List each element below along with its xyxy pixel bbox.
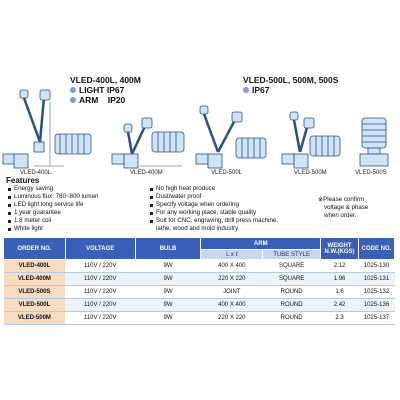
lamp-diagrams: [2, 89, 389, 169]
cell-weight: 1.96: [320, 272, 359, 286]
spec-table: ORDER NO. VOLTAGE BULB ARM WEIGHT N.W.(K…: [3, 237, 395, 325]
lamp-diagram-500s-icon: [359, 117, 389, 167]
bullet-square-icon: [8, 228, 11, 232]
header-right-spec: IP67: [243, 85, 338, 95]
feature-item: No high heat produce: [150, 185, 278, 193]
cell-weight: 1.6: [320, 285, 359, 299]
cell-code-no: 1025-130: [358, 259, 395, 273]
cell-order-no: VLED-500L: [3, 298, 66, 312]
bullet-square-icon: [8, 219, 11, 223]
lamp-diagram-400l-icon: [2, 89, 92, 169]
col-header-voltage: VOLTAGE: [64, 237, 136, 260]
diagram-caption: VLED-500S: [355, 170, 387, 176]
table-row: VLED-500M 110V / 220V 9W 220 X 220 ROUND…: [3, 311, 395, 325]
table-row: VLED-400M 110V / 220V 9W 220 X 220 SQUAR…: [3, 272, 395, 286]
cell-order-no: VLED-500S: [3, 285, 66, 299]
col-header-weight: WEIGHT N.W.(KGS): [320, 237, 360, 260]
order-note: ※Please confirm voltage & phase when ord…: [318, 196, 369, 219]
cell-code-no: 1025-131: [358, 272, 395, 286]
cell-bulb: 9W: [135, 272, 201, 286]
bullet-square-icon: [150, 195, 153, 199]
col-header-tube-style: TUBE STYLE: [262, 249, 322, 260]
feature-item: For any working place, stable quality: [150, 209, 278, 217]
bullet-dot-icon: [70, 97, 76, 103]
bullet-square-icon: [8, 203, 11, 207]
cell-order-no: VLED-400L: [3, 259, 66, 273]
col-header-code-no: CODE NO.: [358, 237, 395, 260]
cell-lxl: 220 X 220: [200, 272, 263, 286]
col-header-arm: ARM: [200, 237, 322, 250]
feature-item: Suit for CNC, engraving, drill press mac…: [150, 217, 278, 225]
cell-weight: 2.42: [320, 298, 359, 312]
col-header-order-no: ORDER NO.: [3, 237, 66, 260]
cell-lxl: 400 X 400: [200, 259, 263, 273]
cell-tube-style: ROUND: [262, 298, 321, 312]
diagram-caption: VLED-500M: [294, 170, 327, 176]
cell-weight: 2.3: [320, 311, 359, 325]
bullet-square-icon: [8, 195, 11, 199]
cell-weight: 2.12: [320, 259, 359, 273]
features-list-right: No high heat produce Dust/water proof Sp…: [150, 185, 278, 234]
table-row: VLED-500S 110V / 220V 9W JOINT ROUND 1.6…: [3, 285, 395, 299]
feature-item: Specify voltage when ordering: [150, 201, 278, 209]
bullet-square-icon: [150, 203, 153, 207]
feature-item: lathe, wood and mold industry: [156, 225, 239, 233]
header-left: VLED-400L, 400M LIGHT IP67 ARM IP20: [70, 75, 141, 105]
cell-code-no: 1025-136: [358, 298, 395, 312]
header-left-model: VLED-400L, 400M: [70, 75, 141, 85]
bullet-square-icon: [150, 219, 153, 223]
diagram-caption: VLED-500L: [211, 170, 243, 176]
feature-item: 1.8 meter coil: [8, 217, 98, 225]
feature-item: LED light long service life: [8, 201, 98, 209]
features-list-left: Energy saving Luminous flux: 780~800 lum…: [8, 185, 98, 234]
cell-voltage: 110V / 220V: [65, 285, 136, 299]
cell-tube-style: ROUND: [262, 285, 321, 299]
cell-tube-style: ROUND: [262, 311, 321, 325]
cell-bulb: 9W: [135, 285, 201, 299]
cell-order-no: VLED-400M: [3, 272, 66, 286]
bullet-square-icon: [8, 211, 11, 215]
cell-tube-style: SQUARE: [262, 272, 321, 286]
lamp-diagram-500m-icon: [281, 111, 341, 169]
feature-item: 1 year guarantee: [8, 209, 98, 217]
header-right-model: VLED-500L, 500M, 500S: [243, 75, 339, 85]
cell-code-no: 1025-137: [358, 311, 395, 325]
col-header-bulb: BULB: [134, 237, 202, 260]
cell-code-no: 1025-132: [358, 285, 395, 299]
cell-bulb: 9W: [135, 298, 201, 312]
bullet-square-icon: [150, 187, 153, 191]
table-row: VLED-400L 110V / 220V 9W 400 X 400 SQUAR…: [3, 259, 395, 273]
feature-item: Energy saving: [8, 185, 98, 193]
features-title: Features: [6, 176, 40, 185]
cell-voltage: 110V / 220V: [65, 259, 136, 273]
cell-lxl: 220 X 220: [200, 311, 263, 325]
cell-bulb: 9W: [135, 259, 201, 273]
feature-item: Dust/water proof: [150, 193, 278, 201]
header-left-spec: LIGHT IP67: [70, 85, 141, 95]
cell-order-no: VLED-500M: [3, 311, 66, 325]
cell-bulb: 9W: [135, 311, 201, 325]
table-row: VLED-500L 110V / 220V 9W 400 X 400 ROUND…: [3, 298, 395, 312]
cell-voltage: 110V / 220V: [65, 298, 136, 312]
cell-lxl: 400 X 400: [200, 298, 263, 312]
diagram-caption: VLED-400M: [130, 170, 163, 176]
header-left-spec: ARM IP20: [70, 95, 141, 105]
lamp-diagram-500l-icon: [195, 105, 267, 169]
feature-item: Luminous flux: 780~800 lumen: [8, 193, 98, 201]
cell-voltage: 110V / 220V: [65, 272, 136, 286]
col-header-lxl: L x ℓ: [200, 249, 264, 260]
cell-tube-style: SQUARE: [262, 259, 321, 273]
bullet-square-icon: [8, 187, 11, 191]
diagram-caption: VLED-400L: [20, 170, 52, 176]
lamp-diagram-400m-icon: [111, 117, 185, 169]
bullet-square-icon: [150, 211, 153, 215]
bullet-dot-icon: [243, 87, 249, 93]
cell-lxl: JOINT: [200, 285, 263, 299]
cell-voltage: 110V / 220V: [65, 311, 136, 325]
feature-item: White light: [8, 225, 98, 233]
header-right: VLED-500L, 500M, 500S IP67: [243, 75, 338, 95]
bullet-dot-icon: [70, 87, 76, 93]
